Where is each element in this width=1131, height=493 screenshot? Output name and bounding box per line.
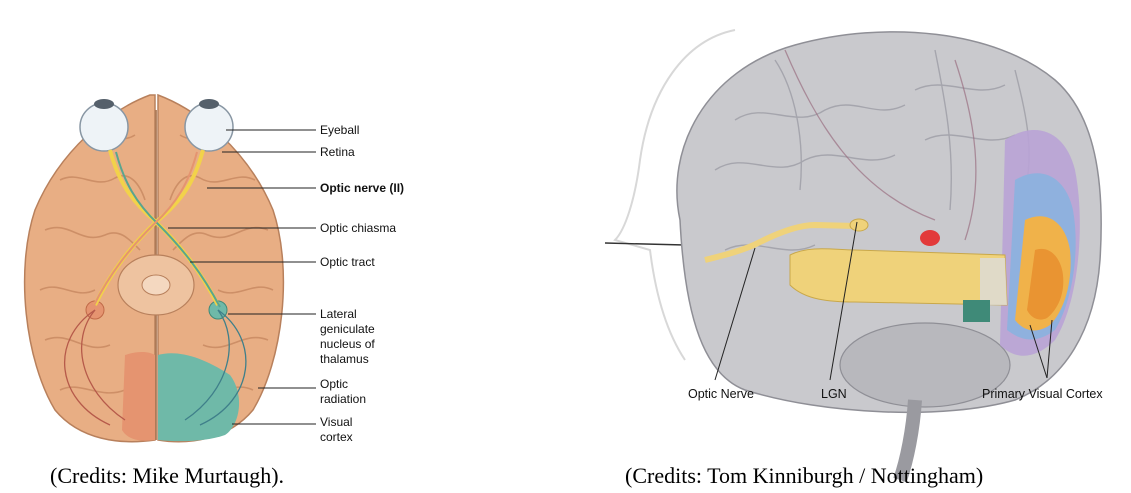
label-optic-radiation-line-1: Optic [320, 377, 348, 391]
brain-hemispheres [25, 95, 284, 442]
label-lgn-line-4: thalamus [320, 352, 369, 366]
right-figure-panel: Optic Nerve LGN Primary Visual Cortex (C… [595, 0, 1131, 493]
label-visual-cortex-line-2: cortex [320, 430, 353, 444]
brain-lateral [677, 32, 1101, 480]
label-optic-radiation-line-2: radiation [320, 392, 366, 406]
label-lgn-line-1: Lateral [320, 307, 357, 321]
left-caption: (Credits: Mike Murtaugh). [50, 463, 284, 489]
label-retina: Retina [320, 145, 355, 159]
left-figure-panel: Eyeball Retina Optic nerve (II) Optic ch… [0, 0, 560, 493]
lateral-brain-diagram: Optic Nerve LGN Primary Visual Cortex [595, 0, 1131, 493]
label-optic-tract: Optic tract [320, 255, 375, 269]
label-right-lgn: LGN [821, 387, 847, 401]
label-optic-nerve: Optic nerve (II) [320, 181, 404, 195]
label-visual-cortex-line-1: Visual [320, 415, 352, 429]
label-lgn-line-2: geniculate [320, 322, 375, 336]
label-lgn-line-3: nucleus of [320, 337, 375, 351]
right-caption: (Credits: Tom Kinniburgh / Nottingham) [625, 463, 983, 489]
optic-probe-line [605, 243, 685, 245]
label-optic-chiasma: Optic chiasma [320, 221, 396, 235]
inferior-brain-diagram: Eyeball Retina Optic nerve (II) Optic ch… [0, 0, 560, 493]
label-right-optic-nerve: Optic Nerve [688, 387, 754, 401]
label-eyeball: Eyeball [320, 123, 359, 137]
label-right-primary-visual-cortex: Primary Visual Cortex [982, 387, 1103, 401]
